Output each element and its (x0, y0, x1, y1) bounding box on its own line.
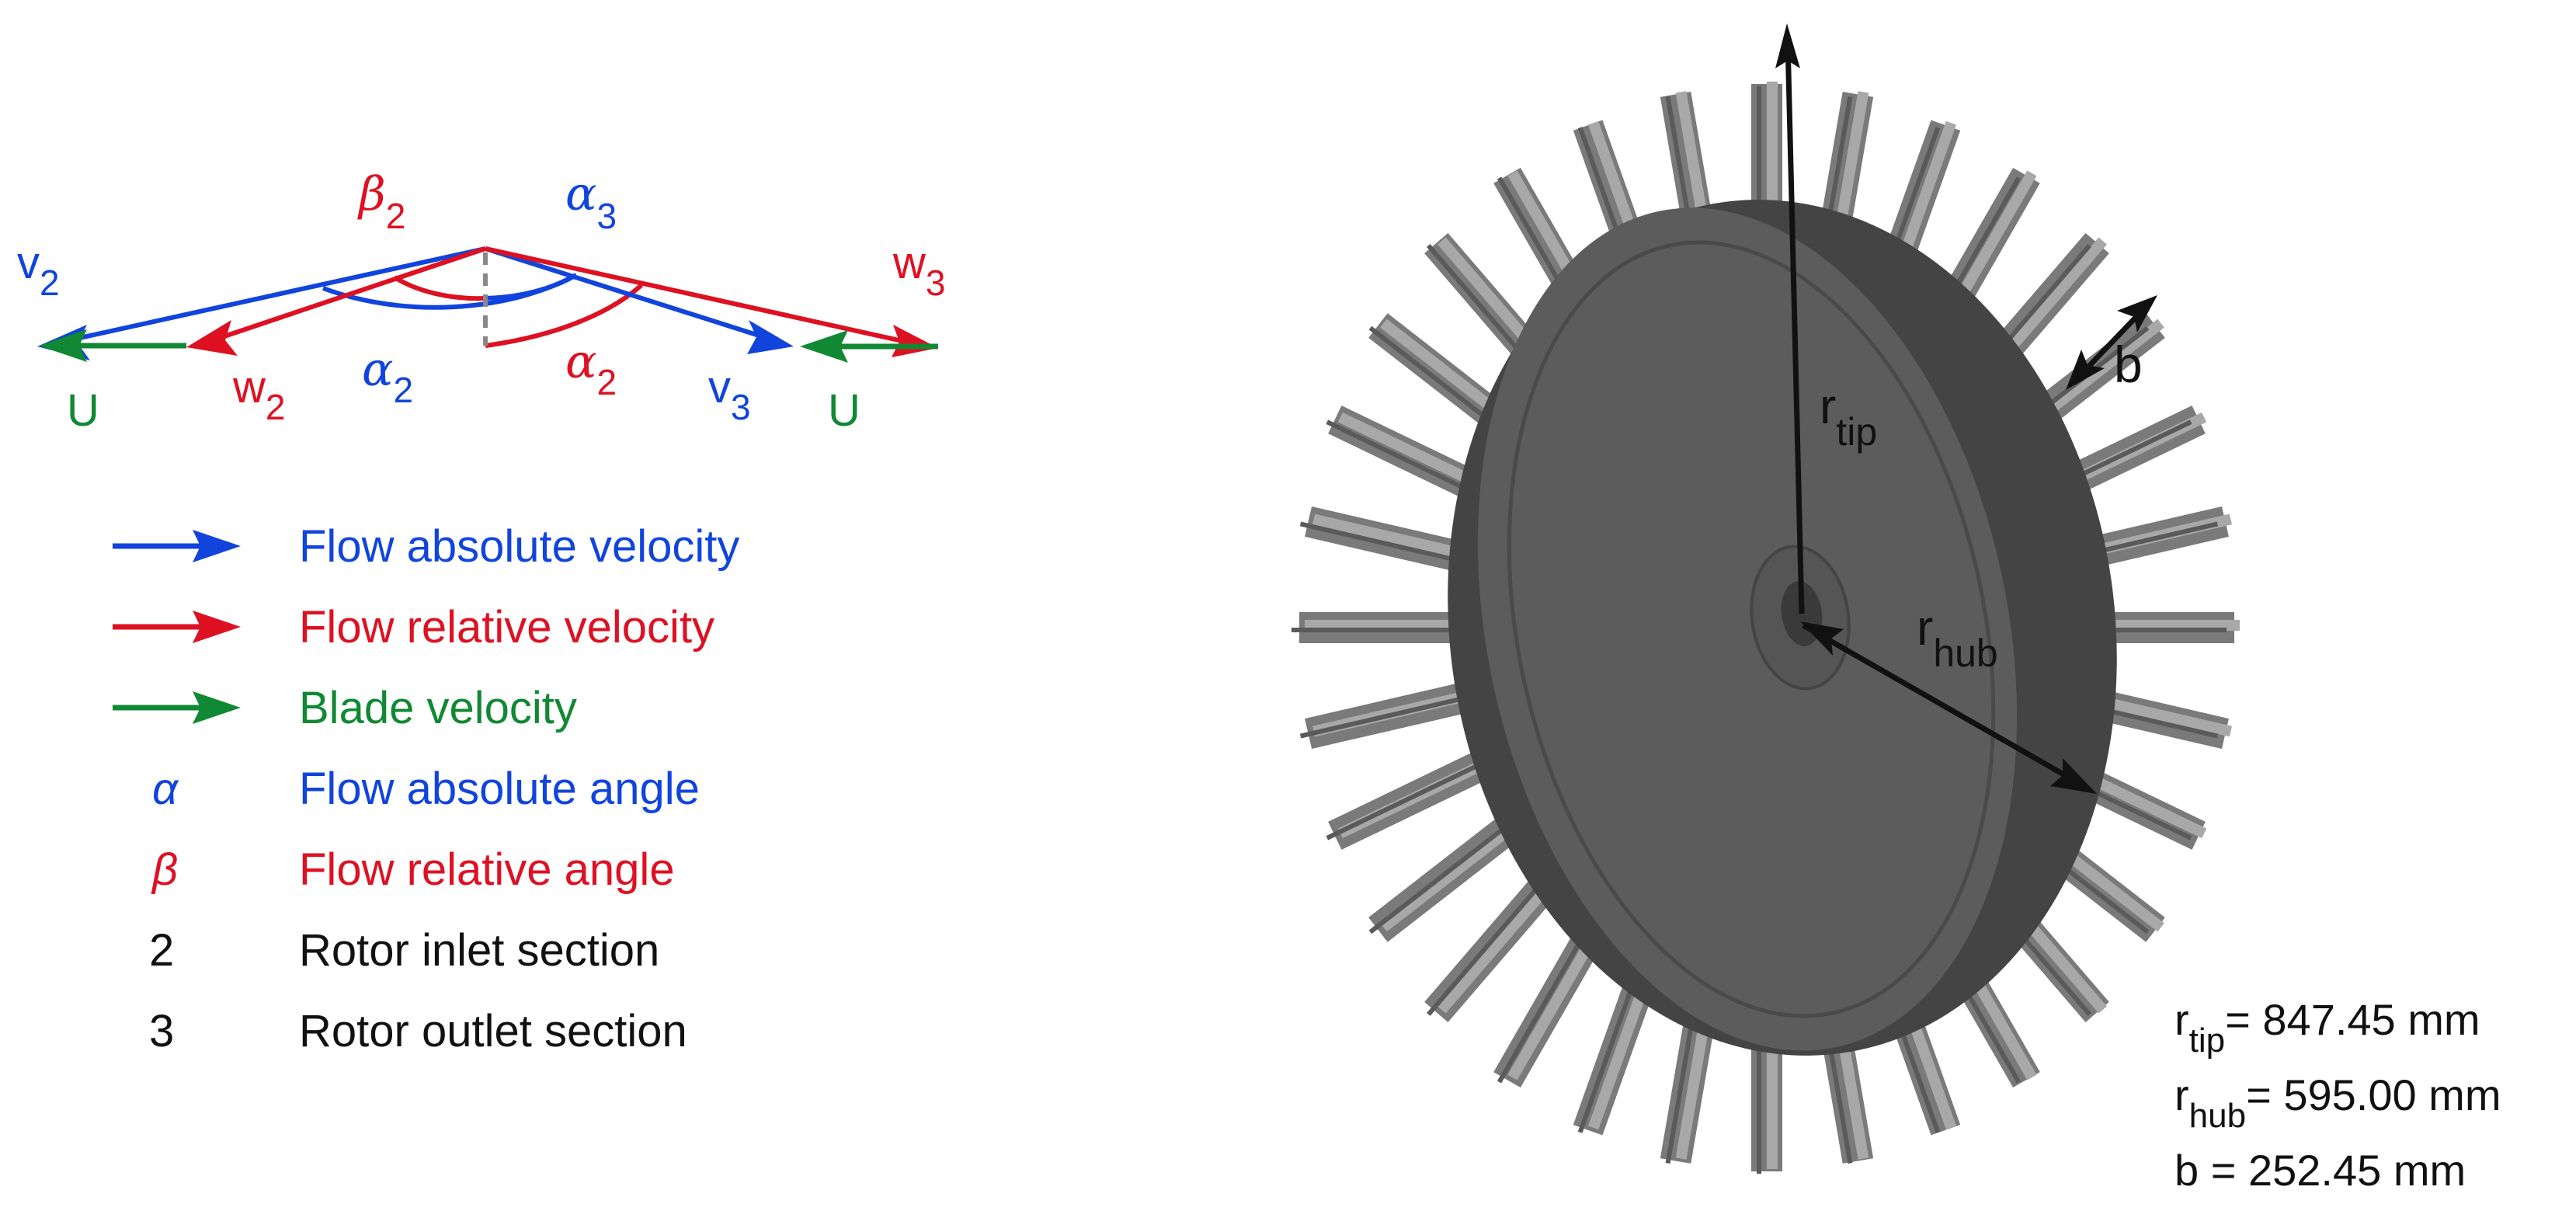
alpha2-right-label: α2 (565, 335, 617, 402)
legend-symbol: 2 (149, 925, 174, 976)
v3-label: v3 (708, 362, 751, 427)
alpha2-arc-right (485, 283, 644, 348)
v2-vector (61, 246, 486, 344)
legend-symbol: 3 (149, 1006, 174, 1056)
legend-text: Flow absolute velocity (299, 521, 739, 572)
w2-label: w2 (232, 362, 285, 427)
w2-arrowhead (186, 320, 238, 356)
velocity-triangles: v2 U w2 α2 β2 α3 α2 v3 U w3 (17, 167, 945, 436)
dimension-values: rtip= 847.45 mm rhub= 595.00 mm b = 252.45… (2174, 995, 2501, 1195)
r-tip-line (1785, 40, 1805, 614)
legend-symbol: α (152, 764, 179, 814)
b-label: b (2114, 336, 2143, 393)
r-hub-line (1802, 622, 2083, 788)
v2-label: v2 (17, 238, 60, 303)
turbine-rotor: rtip rhub b (1291, 23, 2240, 1174)
blade (1424, 870, 1562, 1023)
U-right-label: U (828, 385, 860, 436)
blade (1299, 506, 1472, 573)
legend-text: Flow absolute angle (299, 764, 700, 814)
legend-text: Blade velocity (299, 683, 577, 733)
v3-vector (485, 246, 770, 341)
alpha3-label: α3 (565, 167, 617, 236)
disk-face (1477, 207, 2018, 1051)
w3-vector (485, 246, 917, 346)
U-left-arrowhead (39, 329, 87, 362)
legend-row: β Flow relative angle (151, 844, 675, 895)
legend-symbol: β (151, 844, 178, 895)
legend-text: Flow relative angle (299, 844, 675, 895)
w3-label: w3 (892, 238, 945, 303)
beta2-arc (393, 275, 486, 301)
legend-text: Rotor inlet section (299, 925, 659, 976)
r-hub-label: rhub (1917, 600, 1998, 675)
r-hub-arrowhead (2050, 758, 2097, 794)
legend-arrowhead (193, 691, 241, 724)
legend-text: Flow relative velocity (299, 602, 714, 653)
dimension-line: rhub= 595.00 mm (2174, 1070, 2501, 1135)
legend-arrowhead (193, 611, 241, 643)
legend-row: Blade velocity (113, 683, 577, 733)
blade (1326, 750, 1491, 850)
r-tip-label: rtip (1820, 378, 1877, 454)
b-arrowhead-bottom (2066, 350, 2105, 390)
blade (1299, 682, 1472, 750)
legend-text: Rotor outlet section (299, 1006, 687, 1056)
disk-inner-ring (1507, 240, 1996, 1018)
r-tip-arrowhead (1775, 23, 1800, 68)
beta2-label: β2 (357, 167, 405, 236)
U-left-label: U (67, 385, 99, 436)
v3-arrowhead (747, 320, 794, 354)
legend-row: α Flow absolute angle (152, 764, 700, 814)
legend-arrowhead (193, 530, 241, 562)
legend-row: 2 Rotor inlet section (149, 925, 659, 976)
dimension-line: b = 252.45 mm (2174, 1146, 2466, 1195)
legend-row: Flow absolute velocity (113, 521, 739, 572)
legend-row: 3 Rotor outlet section (149, 1006, 687, 1056)
legend-row: Flow relative velocity (113, 602, 714, 653)
alpha3-arc (485, 273, 578, 301)
dimension-line: rtip= 847.45 mm (2174, 995, 2480, 1060)
r-hub-tail-arrowhead (1800, 621, 1844, 656)
w2-vector (203, 246, 486, 346)
blade (1368, 813, 1521, 942)
alpha2-left-label: α2 (362, 343, 413, 410)
blade (1291, 612, 1465, 643)
U-right-arrowhead (800, 330, 848, 363)
b-arrowhead-top (2117, 295, 2157, 332)
